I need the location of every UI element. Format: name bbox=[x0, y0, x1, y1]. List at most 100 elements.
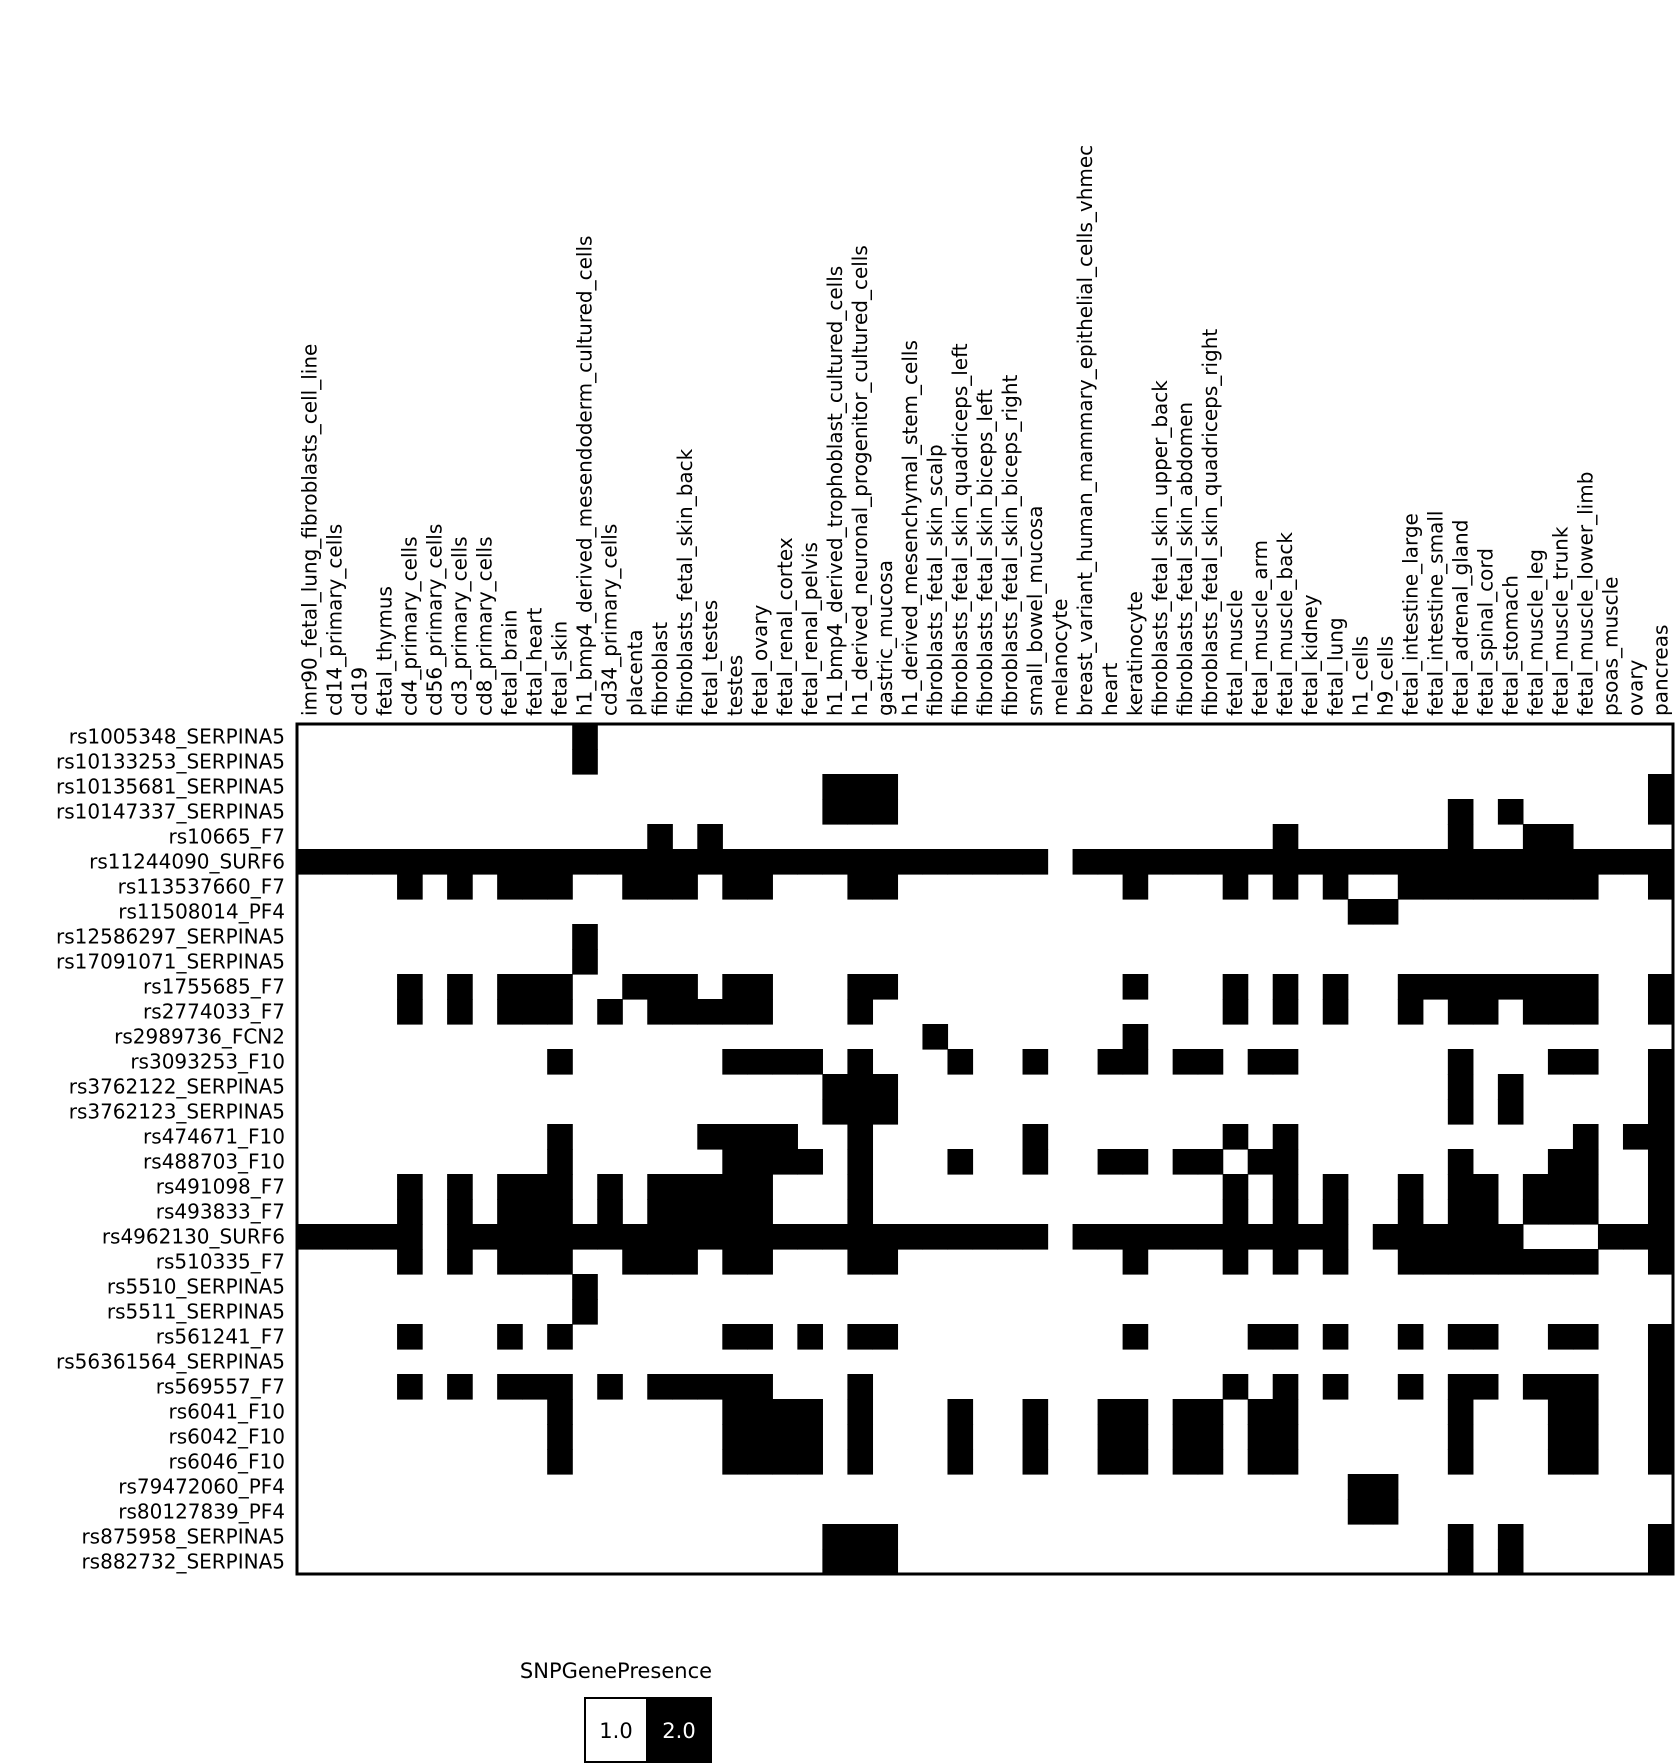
column-label: h1_cells bbox=[1348, 636, 1372, 716]
heatmap-cell bbox=[747, 1049, 773, 1075]
heatmap-cell bbox=[1547, 1449, 1574, 1475]
heatmap-cell bbox=[1647, 1549, 1674, 1575]
heatmap-cell bbox=[1447, 824, 1474, 850]
heatmap-cell bbox=[1572, 1424, 1599, 1450]
heatmap-cell bbox=[1397, 1374, 1424, 1400]
heatmap-cell bbox=[1322, 974, 1349, 1000]
heatmap-cell bbox=[872, 1524, 899, 1550]
heatmap-cell bbox=[647, 999, 673, 1025]
heatmap-cell bbox=[847, 1074, 874, 1100]
heatmap-cell bbox=[1072, 1224, 1099, 1250]
heatmap-cell bbox=[522, 1374, 548, 1400]
heatmap-cell bbox=[697, 1174, 723, 1200]
heatmap-cell bbox=[472, 849, 498, 875]
heatmap-cell bbox=[747, 1424, 773, 1450]
heatmap-cell bbox=[947, 1424, 974, 1450]
row-label: rs17091071_SERPINA5 bbox=[56, 950, 285, 974]
column-label: fetal_intestine_small bbox=[1423, 511, 1447, 716]
heatmap-cell bbox=[847, 774, 874, 800]
heatmap-cell bbox=[647, 1249, 673, 1275]
heatmap-cell bbox=[1372, 1224, 1399, 1250]
heatmap-cell bbox=[847, 1424, 874, 1450]
heatmap-cell bbox=[1247, 1049, 1274, 1075]
heatmap-cell bbox=[547, 1324, 573, 1350]
column-label: cd3_primary_cells bbox=[448, 536, 472, 716]
heatmap-cell bbox=[1272, 824, 1299, 850]
column-label: gastric_mucosa bbox=[873, 560, 897, 716]
heatmap-cell bbox=[1272, 974, 1299, 1000]
heatmap-cell bbox=[1197, 1224, 1224, 1250]
heatmap-cell bbox=[847, 849, 874, 875]
column-label: fibroblasts_fetal_skin_biceps_right bbox=[998, 374, 1022, 716]
row-label: rs2989736_FCN2 bbox=[114, 1025, 285, 1049]
heatmap-cell bbox=[497, 999, 523, 1025]
heatmap-cell bbox=[797, 849, 823, 875]
column-label: fetal_lung bbox=[1323, 617, 1347, 716]
heatmap-cell bbox=[522, 1224, 548, 1250]
heatmap-cell bbox=[1172, 1049, 1199, 1075]
heatmap-cell bbox=[772, 1149, 798, 1175]
heatmap-cell bbox=[1272, 1324, 1299, 1350]
heatmap-cell bbox=[522, 999, 548, 1025]
heatmap-cell bbox=[1322, 1174, 1349, 1200]
heatmap-cell bbox=[597, 1199, 623, 1225]
heatmap-cell bbox=[947, 1149, 974, 1175]
column-label: fetal_testes bbox=[698, 600, 722, 716]
column-label: cd8_primary_cells bbox=[473, 536, 497, 716]
heatmap-cell bbox=[797, 1049, 823, 1075]
heatmap-cell bbox=[1422, 974, 1449, 1000]
heatmap-cell bbox=[1222, 1224, 1249, 1250]
heatmap-cell bbox=[597, 1224, 623, 1250]
heatmap-cell bbox=[1447, 1049, 1474, 1075]
heatmap-cell bbox=[1522, 1374, 1549, 1400]
heatmap-cell bbox=[872, 974, 899, 1000]
heatmap-cell bbox=[1647, 999, 1674, 1025]
heatmap-cell bbox=[1397, 999, 1424, 1025]
heatmap-cell bbox=[747, 1149, 773, 1175]
heatmap-cell bbox=[1447, 799, 1474, 825]
heatmap-cell bbox=[1572, 849, 1599, 875]
heatmap-cell bbox=[1522, 874, 1549, 900]
heatmap-cell bbox=[1572, 1124, 1599, 1150]
heatmap-cell bbox=[497, 1224, 523, 1250]
heatmap-cell bbox=[747, 1199, 773, 1225]
heatmap-cell bbox=[872, 774, 899, 800]
heatmap-cell bbox=[322, 1224, 348, 1250]
heatmap-cell bbox=[1022, 1449, 1049, 1475]
column-label: cd34_primary_cells bbox=[598, 524, 622, 716]
heatmap-cell bbox=[1597, 1224, 1624, 1250]
heatmap-cell bbox=[1397, 849, 1424, 875]
heatmap-cell bbox=[547, 849, 573, 875]
heatmap-cell bbox=[597, 1374, 623, 1400]
heatmap-cell bbox=[872, 1224, 899, 1250]
heatmap-cell bbox=[1547, 1199, 1574, 1225]
heatmap-cell bbox=[1247, 1449, 1274, 1475]
heatmap-cell bbox=[747, 1399, 773, 1425]
heatmap-cell bbox=[1097, 1399, 1124, 1425]
heatmap-cell bbox=[347, 1224, 373, 1250]
heatmap-cell bbox=[772, 1124, 798, 1150]
heatmap-cell bbox=[747, 1374, 773, 1400]
column-label: fetal_muscle_back bbox=[1273, 532, 1297, 716]
heatmap-cell bbox=[1122, 849, 1149, 875]
heatmap-cell bbox=[722, 1149, 748, 1175]
heatmap-cell bbox=[1647, 849, 1674, 875]
column-label: keratinocyte bbox=[1123, 591, 1147, 716]
heatmap-cell bbox=[1122, 1424, 1149, 1450]
column-label: h1_derived_neuronal_progenitor_cultured_… bbox=[848, 245, 872, 716]
column-label: h1_bmp4_derived_trophoblast_cultured_cel… bbox=[823, 266, 847, 716]
heatmap-cell bbox=[1022, 1049, 1049, 1075]
heatmap-cell bbox=[447, 999, 473, 1025]
column-label: fetal_muscle bbox=[1223, 590, 1247, 716]
heatmap-cell bbox=[1647, 1124, 1674, 1150]
heatmap-cell bbox=[947, 1449, 974, 1475]
row-label: rs1755685_F7 bbox=[143, 975, 285, 999]
heatmap-cell bbox=[1197, 1149, 1224, 1175]
heatmap-cell bbox=[1197, 1049, 1224, 1075]
column-label: cd19 bbox=[348, 667, 372, 716]
heatmap-cell bbox=[447, 1199, 473, 1225]
heatmap-cell bbox=[1022, 1124, 1049, 1150]
heatmap-cell bbox=[1197, 1424, 1224, 1450]
heatmap-cell bbox=[1447, 1399, 1474, 1425]
